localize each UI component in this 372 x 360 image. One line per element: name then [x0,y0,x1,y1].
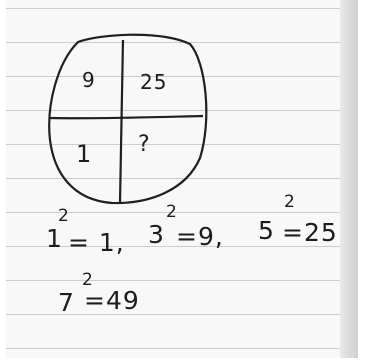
note-result-4: =49 [84,286,140,315]
puzzle-value-bottom-right: ? [138,132,151,157]
note-result-1: = 1, [68,228,125,257]
note-base-1: 1 [46,224,63,253]
note-result-2: =9, [176,222,224,251]
puzzle-value-bottom-left: 1 [76,140,93,168]
puzzle-value-top-left: 9 [82,68,96,92]
note-exponent-2: 2 [166,202,178,222]
rule-line [6,314,358,315]
note-exponent-3: 2 [284,192,296,212]
note-exponent-1: 2 [58,206,70,226]
note-base-4: 7 [58,288,75,317]
puzzle-vertical-line [118,39,125,204]
note-exponent-4: 2 [82,270,94,290]
rule-line [6,212,358,213]
puzzle-horizontal-line [49,114,204,120]
rule-line [6,42,358,43]
note-result-3: =25 [282,218,338,247]
rule-line [6,178,358,179]
rule-line [6,110,358,111]
rule-line [6,246,358,247]
puzzle-circle [48,33,208,205]
note-base-2: 3 [148,220,165,249]
rule-line [6,280,358,281]
rule-line [6,348,358,349]
note-base-3: 5 [258,216,275,245]
page-edge [340,0,358,358]
rule-line [6,144,358,145]
puzzle-value-top-right: 25 [140,70,168,94]
rule-line [6,8,358,9]
rule-line [6,76,358,77]
